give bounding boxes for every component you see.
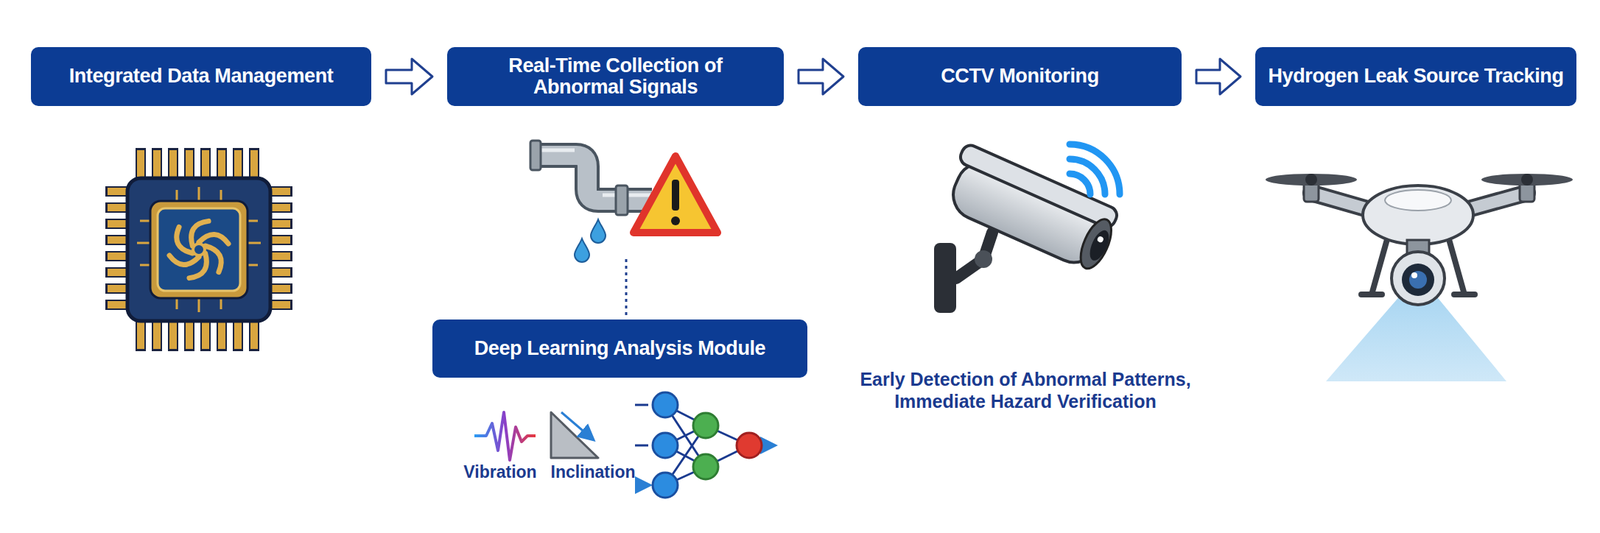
- swirl-center: [193, 243, 205, 256]
- wifi-signal: [1069, 144, 1120, 195]
- chip-pins: [137, 322, 266, 350]
- inclination-triangle: [551, 412, 599, 459]
- process-box: Deep Learning Analysis Module: [432, 319, 808, 378]
- vibration-wave: [474, 412, 536, 461]
- lens-glint: [1411, 272, 1418, 279]
- chip-body: [127, 178, 271, 322]
- nn-input-node: [652, 472, 678, 498]
- propeller: [1265, 173, 1357, 186]
- process-box: Real-Time Collection of Abnormal Signals: [447, 47, 784, 107]
- swirl-logo: [169, 216, 229, 283]
- caption-label: Early Detection of Abnormal Patterns, Im…: [819, 368, 1232, 413]
- nn-input-node: [652, 392, 678, 418]
- chip-traces: [137, 187, 261, 313]
- nn-inputs: [634, 405, 649, 486]
- water-drop: [590, 219, 606, 244]
- propeller: [1481, 173, 1573, 186]
- box-label: Deep Learning Analysis Module: [474, 338, 766, 360]
- drone-body: [1362, 185, 1474, 245]
- drone-lens: [1401, 263, 1435, 297]
- pipe-flange: [530, 140, 541, 171]
- flow-arrow: [1196, 58, 1241, 95]
- process-box: CCTV Monitoring: [858, 47, 1182, 107]
- drone-top: [1384, 190, 1452, 211]
- drone-lens-inner: [1409, 271, 1427, 289]
- propeller-hub: [1305, 173, 1318, 186]
- caption-label: Inclination: [541, 462, 645, 484]
- lens-ring: [1074, 215, 1119, 274]
- exclamation-bar: [671, 179, 680, 211]
- flow-arrow: [386, 58, 433, 95]
- lens-glint: [1096, 235, 1105, 244]
- neural-network-icon: [634, 392, 774, 498]
- box-label: Real-Time Collection of Abnormal Signals: [483, 55, 749, 98]
- chip-pins: [137, 150, 266, 177]
- nn-output-node: [736, 433, 762, 459]
- pipe-coupling: [615, 185, 628, 216]
- drone-icon: [1265, 173, 1573, 382]
- box-label: CCTV Monitoring: [940, 65, 1099, 87]
- camera-head: [938, 142, 1123, 275]
- camera-lens: [1085, 227, 1113, 263]
- process-box: Integrated Data Management: [30, 47, 372, 107]
- chip-core: [157, 208, 241, 291]
- warning-triangle: [633, 156, 718, 233]
- swirl-blade: [198, 234, 229, 244]
- exclamation-dot: [671, 216, 680, 226]
- pipe-highlight: [536, 150, 652, 196]
- nn-input-node: [652, 433, 678, 459]
- camera-hood: [957, 142, 1120, 230]
- inclination-arrow: [561, 412, 593, 440]
- water-drop: [574, 238, 590, 263]
- gimbal: [1391, 251, 1445, 305]
- nn-hidden-node: [693, 413, 719, 439]
- nn-output: [761, 444, 774, 448]
- camera-view-cone: [1325, 294, 1507, 382]
- caption-label: Vibration: [448, 462, 552, 484]
- leader-line: [625, 259, 628, 316]
- arm-joint: [974, 250, 993, 269]
- leaking-pipe-icon: [530, 140, 718, 263]
- process-box: Hydrogen Leak Source Tracking: [1255, 47, 1577, 107]
- box-label: Integrated Data Management: [69, 65, 334, 87]
- chip-core-ring: [150, 201, 248, 299]
- chip-icon: [120, 163, 277, 336]
- box-label: Hydrogen Leak Source Tracking: [1267, 65, 1564, 87]
- chip-pin-outline: [135, 148, 266, 180]
- flow-arrow: [798, 58, 844, 95]
- propeller-hub: [1521, 173, 1533, 186]
- nn-hidden-node: [693, 454, 719, 480]
- camera-arm: [956, 232, 993, 279]
- swirl-blade: [169, 255, 199, 266]
- swirl-blade: [185, 216, 209, 247]
- cctv-camera-icon: [934, 142, 1123, 314]
- chip-pin-outline: [135, 320, 266, 352]
